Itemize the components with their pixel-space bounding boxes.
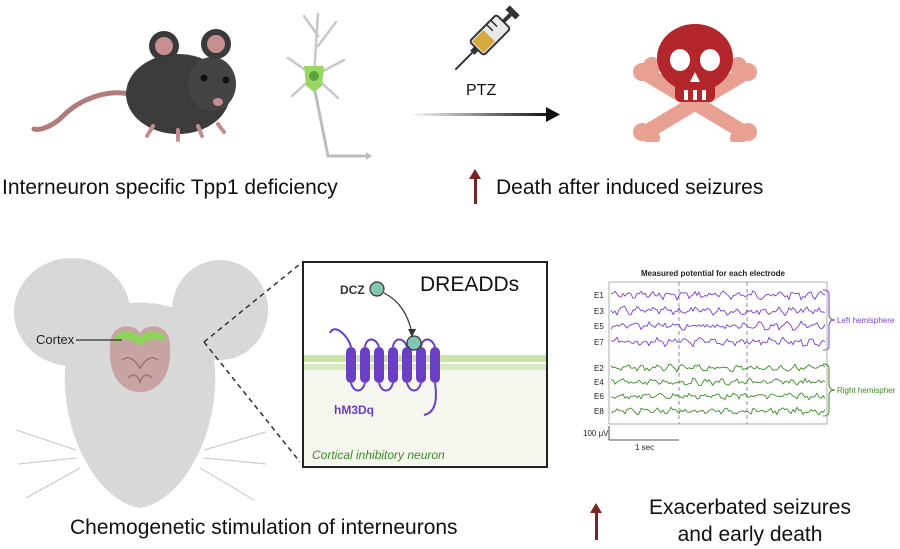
chemogenetic-caption: Chemogenetic stimulation of interneurons (70, 516, 458, 539)
exacerbated-caption: Exacerbated seizures and early death (600, 494, 900, 548)
left-hemisphere-bracket (822, 289, 836, 351)
receptor-label: hM3Dq (334, 403, 374, 417)
eeg-frame (608, 281, 828, 425)
tpp1-deficiency-caption: Interneuron specific Tpp1 deficiency (2, 176, 338, 199)
interneuron-icon (286, 12, 372, 160)
time-scale-label: 1 sec (635, 443, 654, 452)
exacerbated-line-2: and early death (677, 523, 823, 546)
right-hemisphere-label: Right hemisphere (837, 386, 895, 395)
mouse-icon (31, 29, 236, 142)
channel-label-e6: E6 (594, 392, 604, 401)
voltage-scale-label: 100 μV (583, 429, 609, 438)
zoom-lines (203, 263, 301, 463)
right-hemisphere-bracket (822, 363, 836, 417)
mouse-head-icon (14, 258, 268, 508)
increase-arrow-icon (590, 503, 602, 540)
cortex-label: Cortex (36, 332, 75, 347)
syringe-icon (454, 5, 520, 71)
induced-seizures-caption: Death after induced seizures (496, 176, 764, 199)
eeg-trace-e8 (610, 406, 826, 416)
ptz-arrow (410, 107, 560, 122)
cell-label: Cortical inhibitory neuron (312, 448, 445, 462)
increase-arrow-icon (469, 169, 481, 204)
channel-label-e1: E1 (594, 291, 604, 300)
dreadds-title: DREADDs (420, 273, 520, 296)
skull-crossbones-icon (633, 24, 757, 142)
eeg-trace-e5 (610, 320, 826, 331)
channel-label-e7: E7 (594, 338, 604, 347)
eeg-traces (610, 290, 826, 416)
channel-label-e8: E8 (594, 407, 604, 416)
eeg-panel: Measured potential for each electrode E1… (583, 269, 895, 452)
electrode-labels: E1 E3 E5 E7 E2 E4 E6 E8 (594, 291, 604, 416)
channel-label-e2: E2 (594, 364, 604, 373)
channel-label-e5: E5 (594, 322, 604, 331)
eeg-trace-e7 (610, 336, 826, 348)
ligand-label: DCZ (340, 283, 365, 297)
channel-label-e3: E3 (594, 307, 604, 316)
eeg-trace-e4 (610, 377, 826, 387)
dreadds-panel: DREADDs DCZ hM3Dq Cortical inhibitory ne… (302, 261, 548, 468)
cell-membrane (304, 281, 546, 466)
eeg-trace-e2 (610, 363, 826, 373)
eeg-title: Measured potential for each electrode (641, 269, 786, 278)
eeg-trace-e3 (610, 305, 826, 317)
channel-label-e4: E4 (594, 378, 604, 387)
left-hemisphere-label: Left hemisphere (837, 316, 895, 325)
exacerbated-line-1: Exacerbated seizures (649, 496, 851, 519)
eeg-trace-e6 (610, 392, 826, 401)
drug-label: PTZ (466, 82, 497, 99)
eeg-trace-e1 (610, 290, 826, 301)
